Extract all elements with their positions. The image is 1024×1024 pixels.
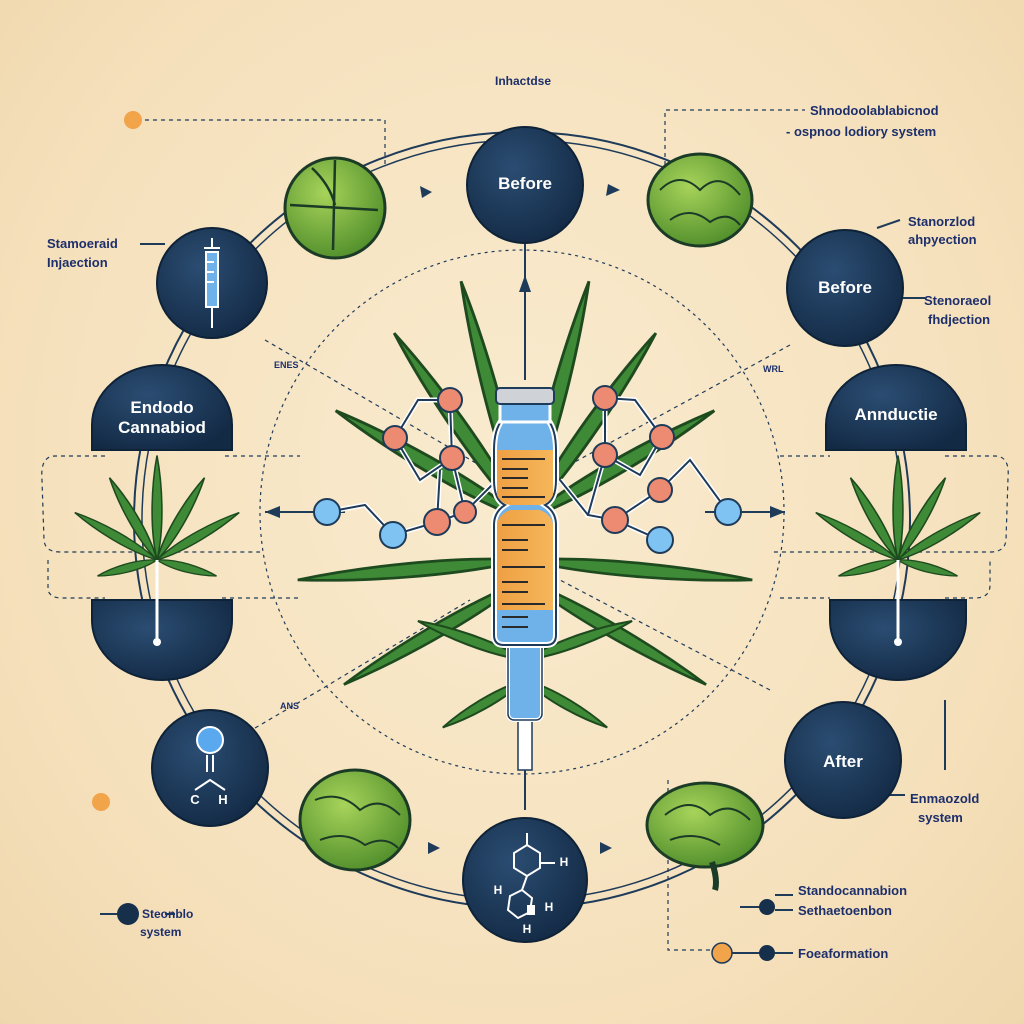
atom-salmon (437, 387, 463, 413)
syringe-icon (204, 238, 220, 328)
vial-syringe-icon (491, 387, 559, 771)
arrow-top-left-icon (420, 186, 432, 198)
arrow-left-icon (265, 506, 280, 518)
atom-h1-label: H (559, 855, 569, 869)
atom-salmon (647, 477, 673, 503)
atom-salmon (382, 425, 408, 451)
label-right-lower-b: system (918, 810, 963, 825)
right-stem-tip (894, 638, 902, 646)
nodes (91, 126, 967, 943)
atom-salmon (439, 445, 465, 471)
molecule-icon-ch (194, 726, 226, 791)
molecule-atoms (313, 385, 742, 554)
node-annductie[interactable] (825, 364, 967, 451)
node-right-before[interactable] (786, 229, 904, 347)
orange-dot-top-left (124, 111, 142, 129)
node-left-half-line1: Endodo (130, 398, 194, 417)
node-right-half-label: Annductie (854, 405, 938, 424)
node-left-half-label: Endodo Cannabiod (92, 398, 232, 438)
left-stem-tip (153, 638, 161, 646)
left-molecule-bonds (326, 399, 498, 537)
atom-salmon (423, 508, 451, 536)
right-band-lower (780, 560, 991, 599)
atom-h-label: H (218, 792, 228, 807)
label-right-upper-1b: ahpyection (908, 232, 977, 247)
atom-h4-label: H (522, 922, 532, 936)
right-band-upper (770, 455, 1009, 553)
arrow-up-icon (519, 275, 531, 292)
brain-bottom-left-icon (298, 768, 412, 872)
atom-salmon (649, 424, 675, 450)
arrow-right-icon (770, 506, 785, 518)
orange-dot-bottom-right (711, 942, 733, 964)
right-molecule-bonds (559, 397, 729, 541)
label-top-center: Inhactdse (495, 74, 552, 88)
vial-liquid-lower (497, 510, 553, 610)
node-after[interactable] (784, 701, 902, 819)
atom-salmon (453, 500, 477, 524)
atom-c-label: C (190, 792, 200, 807)
label-bottom-right-2: Sethaetoenbon (798, 903, 892, 918)
atom-blue (313, 498, 341, 526)
right-upper-label-line-1 (876, 219, 901, 229)
top-left-connector (145, 119, 386, 165)
label-right-upper-2a: Stenoraeol (924, 293, 992, 308)
atom-blue (714, 498, 742, 526)
label-bottom-right-3: Foeaformation (798, 946, 889, 961)
diag-lower-left (254, 599, 471, 729)
navy-dot-bottom-right-1 (759, 899, 775, 915)
node-right-upper-label: Before (818, 278, 872, 297)
label-top-right-1: Shnodoolablabicnod (810, 103, 939, 118)
navy-dot-bottom-right-2 (759, 945, 775, 961)
arrow-top-right-icon (606, 184, 620, 196)
label-top-right-2: - ospnoo lodiory system (786, 124, 937, 139)
atom-h3-label: H (544, 900, 554, 914)
node-top-before[interactable] (466, 126, 584, 244)
label-bottom-right-1: Standocannabion (798, 883, 908, 898)
brain-top-right-icon (646, 152, 754, 248)
label-bottom-left-a: Steonblo (142, 907, 194, 921)
top-right-connector (664, 109, 805, 165)
node-after-label: After (823, 752, 863, 771)
brain-top-left-icon (283, 156, 387, 260)
node-endocannabinoid[interactable] (91, 364, 233, 451)
orange-dot-bottom-left (92, 793, 110, 811)
brain-stem (709, 861, 719, 891)
navy-dot-bottom-left (117, 903, 139, 925)
label-right-lower-a: Enmaozold (910, 791, 980, 806)
label-tiny-right-upper: WRL (763, 364, 784, 374)
node-left-half-line2: Cannabiod (118, 418, 206, 437)
label-left-upper-b: Injaection (47, 255, 108, 270)
vial-graduations (502, 458, 545, 628)
label-left-upper-a: Stamoeraid (47, 236, 118, 251)
left-band-upper (41, 455, 260, 553)
atom-salmon (601, 506, 629, 534)
atom-h2-label: H (493, 883, 503, 897)
node-left-bottom-half[interactable] (91, 599, 233, 681)
label-tiny-left-upper: ENES (274, 360, 299, 370)
molecule-icon-bottom (506, 833, 555, 920)
atom-salmon (592, 442, 618, 468)
diag-upper-left (264, 339, 506, 481)
arrowheads (265, 184, 785, 854)
brain-bottom-right-icon (645, 781, 765, 891)
atom-blue (646, 526, 674, 554)
label-right-upper-1a: Stanorzlod (908, 214, 976, 229)
syringe-hub (506, 638, 544, 722)
label-bottom-left-b: system (140, 925, 182, 939)
atom-salmon (592, 385, 618, 411)
arrow-bottom-left-icon (428, 842, 440, 854)
arrow-bottom-right-icon (600, 842, 612, 854)
label-right-upper-2b: fhdjection (928, 312, 991, 327)
label-tiny-left-lower: ANS (280, 701, 300, 711)
atom-blue (379, 521, 407, 549)
node-top-label: Before (498, 174, 552, 193)
left-band-lower (47, 560, 105, 599)
vial-cap (495, 387, 555, 405)
node-molecule-ch[interactable] (151, 709, 269, 827)
